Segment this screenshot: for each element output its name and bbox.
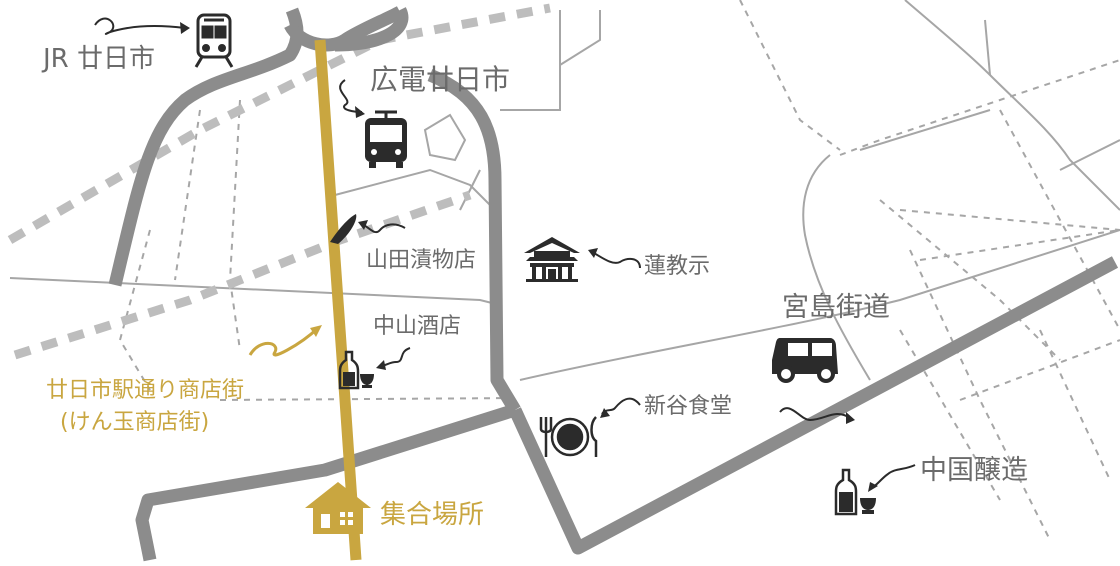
miyajima-road-label: 宮島街道 — [782, 292, 890, 323]
main-roads — [108, 6, 1119, 562]
nakayama-sake-label: 中山酒店 — [373, 314, 462, 339]
arrow-heads — [180, 22, 878, 492]
house-icon — [305, 482, 371, 534]
sake-bottle-icon-brewery — [834, 468, 876, 516]
chugoku-brewery-label: 中国醸造 — [920, 455, 1028, 486]
meeting-place-label: 集合場所 — [380, 500, 485, 530]
jr-station-label: JR 廿日市 — [43, 44, 155, 74]
route-arrow — [248, 326, 320, 357]
renkyoji-label: 蓮教示 — [644, 254, 711, 279]
pickle-icon — [330, 214, 357, 244]
route-arrow-head — [310, 325, 322, 337]
car-icon — [772, 338, 838, 383]
plate-cutlery-icon — [539, 416, 598, 457]
yamada-pickles-label: 山田漬物店 — [366, 248, 477, 273]
shopping-street-route — [314, 39, 362, 561]
sake-bottle-icon — [338, 350, 374, 390]
train-icon — [194, 13, 234, 68]
minor-roads — [9, 0, 1120, 381]
tram-icon — [365, 110, 407, 168]
shopping-street-alias-label: (けん玉商店街) — [60, 410, 210, 435]
temple-icon — [524, 237, 580, 282]
shintani-diner-label: 新谷食堂 — [644, 394, 733, 419]
railway-lines — [7, 3, 551, 360]
pointer-arrows — [94, 17, 916, 489]
hiroden-station-label: 広電廿日市 — [370, 63, 511, 96]
shopping-street-label: 廿日市駅通り商店街 — [46, 378, 245, 403]
